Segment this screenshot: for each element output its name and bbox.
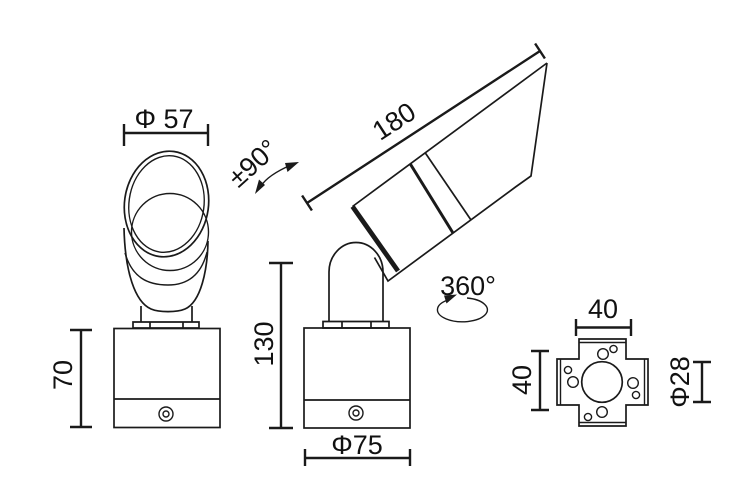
tilt-arrowhead-up-icon bbox=[285, 162, 299, 172]
head-ring-joint-thick bbox=[408, 162, 455, 234]
head-rim-inner bbox=[128, 154, 205, 254]
tilt-angle-annotation: ±90° bbox=[222, 134, 299, 194]
head-back-cap-edge bbox=[350, 205, 400, 273]
screw-hole-nw bbox=[563, 365, 573, 375]
base-diameter-dimension: Φ75 bbox=[303, 430, 412, 466]
plate-width-dimension: 40 bbox=[574, 294, 633, 336]
side-lamp-head bbox=[350, 62, 548, 283]
head-body-band bbox=[124, 251, 208, 286]
cross-plate-cap-lines bbox=[559, 341, 646, 424]
tilt-arrowhead-down-icon bbox=[255, 179, 265, 194]
base-diameter-label: Φ75 bbox=[331, 430, 383, 460]
head-lens-circle bbox=[130, 192, 210, 272]
screw-detail-inner bbox=[352, 409, 360, 417]
side-height-label: 130 bbox=[249, 321, 279, 366]
mount-hole-bottom bbox=[596, 406, 609, 419]
front-base-height-dimension: 70 bbox=[48, 328, 92, 429]
plate-outline bbox=[556, 338, 649, 427]
front-lamp-head bbox=[123, 150, 210, 313]
front-base-height-label: 70 bbox=[48, 360, 78, 390]
flange bbox=[132, 321, 200, 329]
screw-hole-ne bbox=[609, 344, 618, 354]
mount-hole-left bbox=[567, 376, 580, 389]
screw-hole-se bbox=[631, 390, 641, 400]
side-base bbox=[303, 327, 411, 429]
dimension-line bbox=[122, 124, 210, 146]
center-hole-diameter-dimension: Φ28 bbox=[665, 356, 711, 408]
plate-height-dimension: 40 bbox=[507, 349, 549, 412]
rotation-annotation: 360° bbox=[436, 271, 496, 323]
center-hole bbox=[580, 360, 624, 404]
front-base bbox=[113, 327, 221, 429]
plate-width-label: 40 bbox=[588, 294, 618, 324]
front-head-diameter-label: Φ 57 bbox=[134, 104, 193, 134]
screw-hole-sw bbox=[583, 412, 593, 422]
plate-holes bbox=[563, 344, 641, 422]
side-view: 180 ±90° 360° 130 Φ75 bbox=[222, 42, 548, 466]
head-top-edge bbox=[351, 62, 548, 208]
front-view: Φ 57 70 bbox=[48, 104, 221, 429]
base-body bbox=[113, 327, 221, 429]
dimension-line bbox=[303, 449, 412, 466]
screw-detail-outer bbox=[158, 406, 174, 422]
dimension-line bbox=[693, 360, 711, 404]
head-ring-joint-thin bbox=[424, 152, 472, 221]
dimension-line bbox=[301, 42, 546, 212]
rotation-arrowhead-icon bbox=[444, 294, 457, 304]
head-face-and-bottom-edge bbox=[373, 62, 548, 283]
dome-outline bbox=[328, 241, 384, 321]
screw-detail-inner bbox=[162, 410, 170, 418]
screw-detail-outer bbox=[348, 405, 364, 421]
mount-hole-top bbox=[597, 348, 610, 361]
base-body bbox=[303, 327, 411, 429]
head-length-label: 180 bbox=[367, 97, 421, 147]
dimension-line bbox=[531, 349, 549, 412]
cross-plate-outline bbox=[556, 338, 649, 427]
center-hole-diameter-label: Φ28 bbox=[665, 356, 695, 408]
front-head-diameter-dimension: Φ 57 bbox=[122, 104, 210, 146]
head-body-silhouette bbox=[123, 227, 209, 313]
dimension-line bbox=[574, 319, 633, 336]
flange bbox=[322, 320, 390, 329]
plate-height-label: 40 bbox=[507, 365, 537, 395]
dimension-line bbox=[70, 328, 92, 429]
mount-hole-right bbox=[627, 377, 640, 390]
front-stem-and-flange bbox=[132, 306, 200, 329]
mounting-plate-view: 40 40 Φ28 bbox=[507, 294, 711, 427]
dimension-line bbox=[269, 261, 293, 430]
stem-lines bbox=[140, 306, 193, 322]
tilt-angle-label: ±90° bbox=[222, 134, 283, 194]
rotation-ellipse-arc bbox=[436, 297, 489, 323]
head-rim-outer bbox=[123, 150, 210, 258]
side-height-dimension: 130 bbox=[249, 261, 293, 430]
side-stem-dome bbox=[322, 241, 390, 329]
